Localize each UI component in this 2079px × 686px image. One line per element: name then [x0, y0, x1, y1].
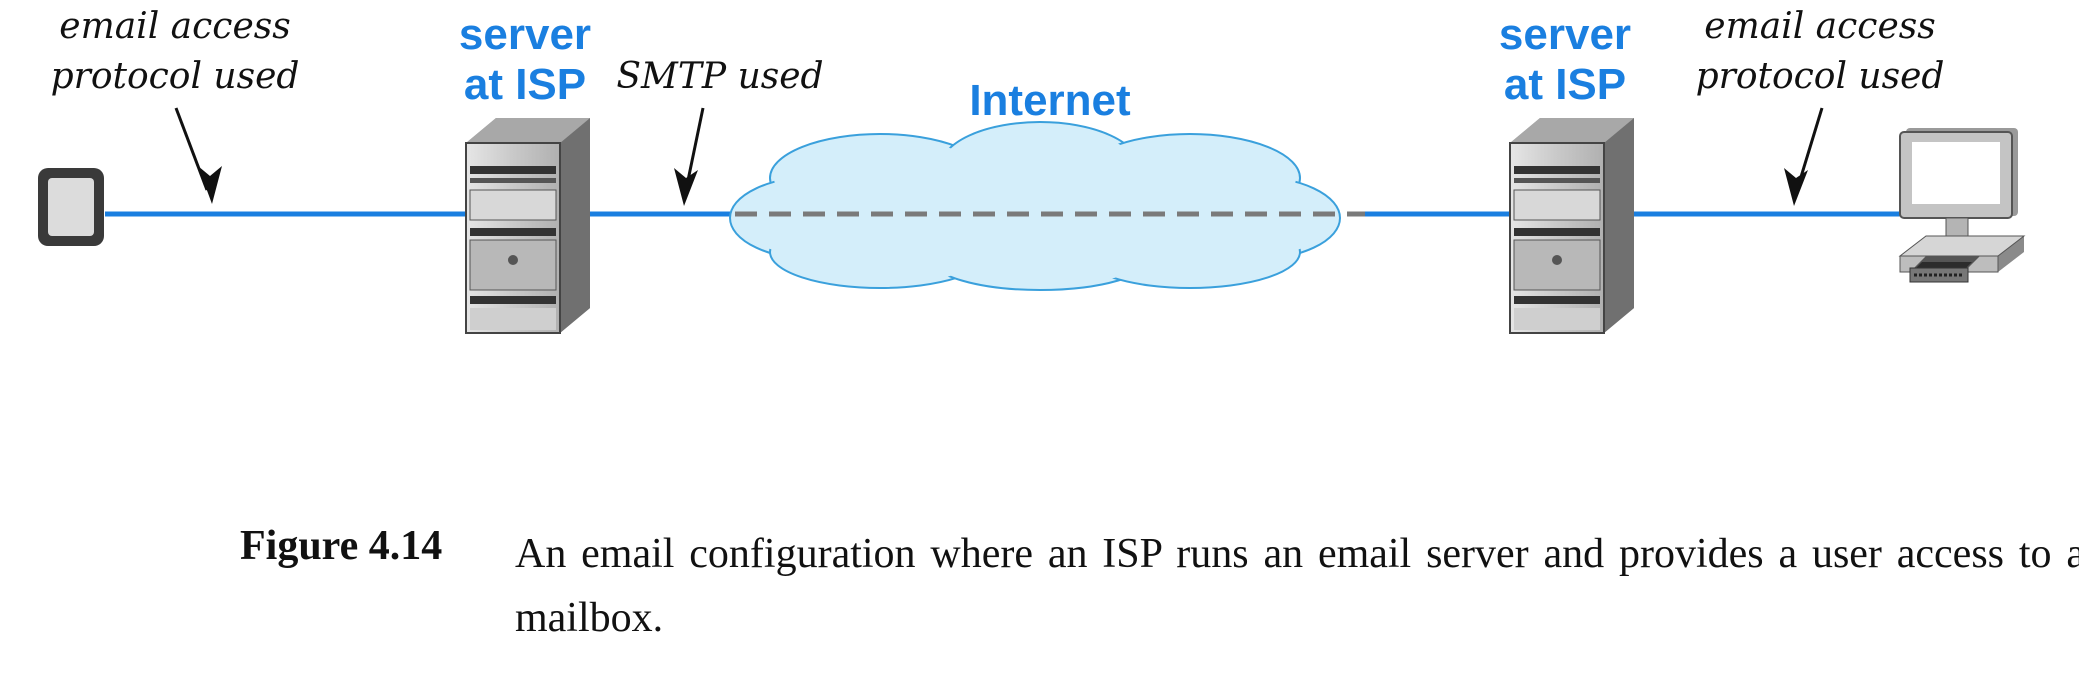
left-annotation-arrow — [174, 107, 222, 204]
right-annotation-line1: email access — [1704, 6, 1936, 47]
right-annotation: email access protocol used — [1685, 2, 1955, 102]
left-server-label-line1: server — [458, 10, 592, 59]
smtp-annotation-arrow — [674, 107, 705, 206]
internet-label: Internet — [969, 76, 1131, 125]
left-annotation-line2: protocol used — [50, 56, 300, 97]
server-right-icon — [1509, 118, 1634, 334]
right-annotation-line2: protocol used — [1695, 56, 1945, 97]
server-left-icon — [465, 118, 590, 334]
left-annotation-line1: email access — [59, 6, 291, 47]
right-server-label-line2: at ISP — [1503, 60, 1627, 109]
figure-number: Figure 4.14 — [240, 523, 443, 569]
desktop-computer-icon — [1898, 128, 2026, 283]
tablet-icon — [38, 168, 104, 246]
right-server-label-line1: server — [1498, 10, 1632, 59]
figure-caption-text: An email configuration where an ISP runs… — [515, 531, 2079, 641]
left-server-label-line2: at ISP — [463, 60, 587, 109]
left-annotation: email access protocol used — [40, 2, 310, 102]
left-server-label: server at ISP — [430, 10, 620, 110]
right-server-label: server at ISP — [1470, 10, 1660, 110]
right-annotation-arrow — [1784, 107, 1824, 206]
internet-cloud — [729, 121, 1341, 291]
smtp-annotation: SMTP used — [616, 56, 824, 97]
